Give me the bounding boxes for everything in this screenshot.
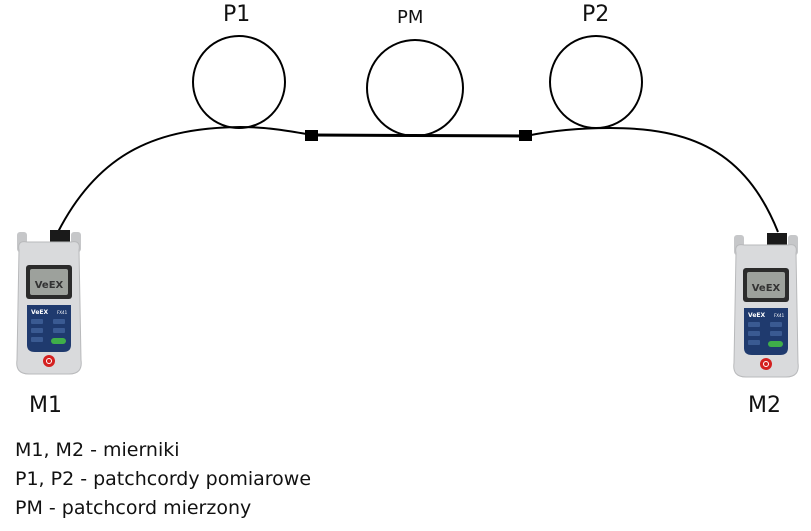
- svg-text:FX41: FX41: [57, 310, 68, 315]
- connector-right: [519, 130, 532, 141]
- patchcord-pm-loop: [366, 39, 464, 137]
- label-p1: P1: [223, 2, 251, 27]
- legend: M1, M2 - mierniki P1, P2 - patchcordy po…: [15, 436, 311, 523]
- label-m2: M2: [748, 393, 781, 418]
- label-p2: P2: [582, 2, 610, 27]
- svg-text:VeEX: VeEX: [748, 312, 765, 319]
- meter-m2: VeEX VeEX FX41: [733, 233, 799, 378]
- legend-item-test-patchcords: P1, P2 - patchcordy pomiarowe: [15, 468, 312, 490]
- patchcord-p1-loop: [192, 35, 286, 129]
- label-m1: M1: [29, 393, 62, 418]
- svg-text:VeEX: VeEX: [31, 309, 48, 316]
- svg-text:FX41: FX41: [774, 313, 785, 318]
- legend-item-meters: M1, M2 - mierniki: [15, 439, 180, 461]
- svg-text:VeEX: VeEX: [752, 283, 781, 294]
- fiber-cable-left: [57, 125, 313, 233]
- svg-text:VeEX: VeEX: [35, 280, 64, 291]
- patchcord-p2-loop: [549, 35, 643, 129]
- meter-m1: VeEX VeEX FX41: [16, 230, 82, 375]
- fiber-cable-right: [525, 126, 779, 233]
- legend-item-measured-patchcord: PM - patchcord mierzony: [15, 497, 252, 519]
- connector-left: [305, 130, 318, 141]
- label-pm: PM: [397, 7, 424, 28]
